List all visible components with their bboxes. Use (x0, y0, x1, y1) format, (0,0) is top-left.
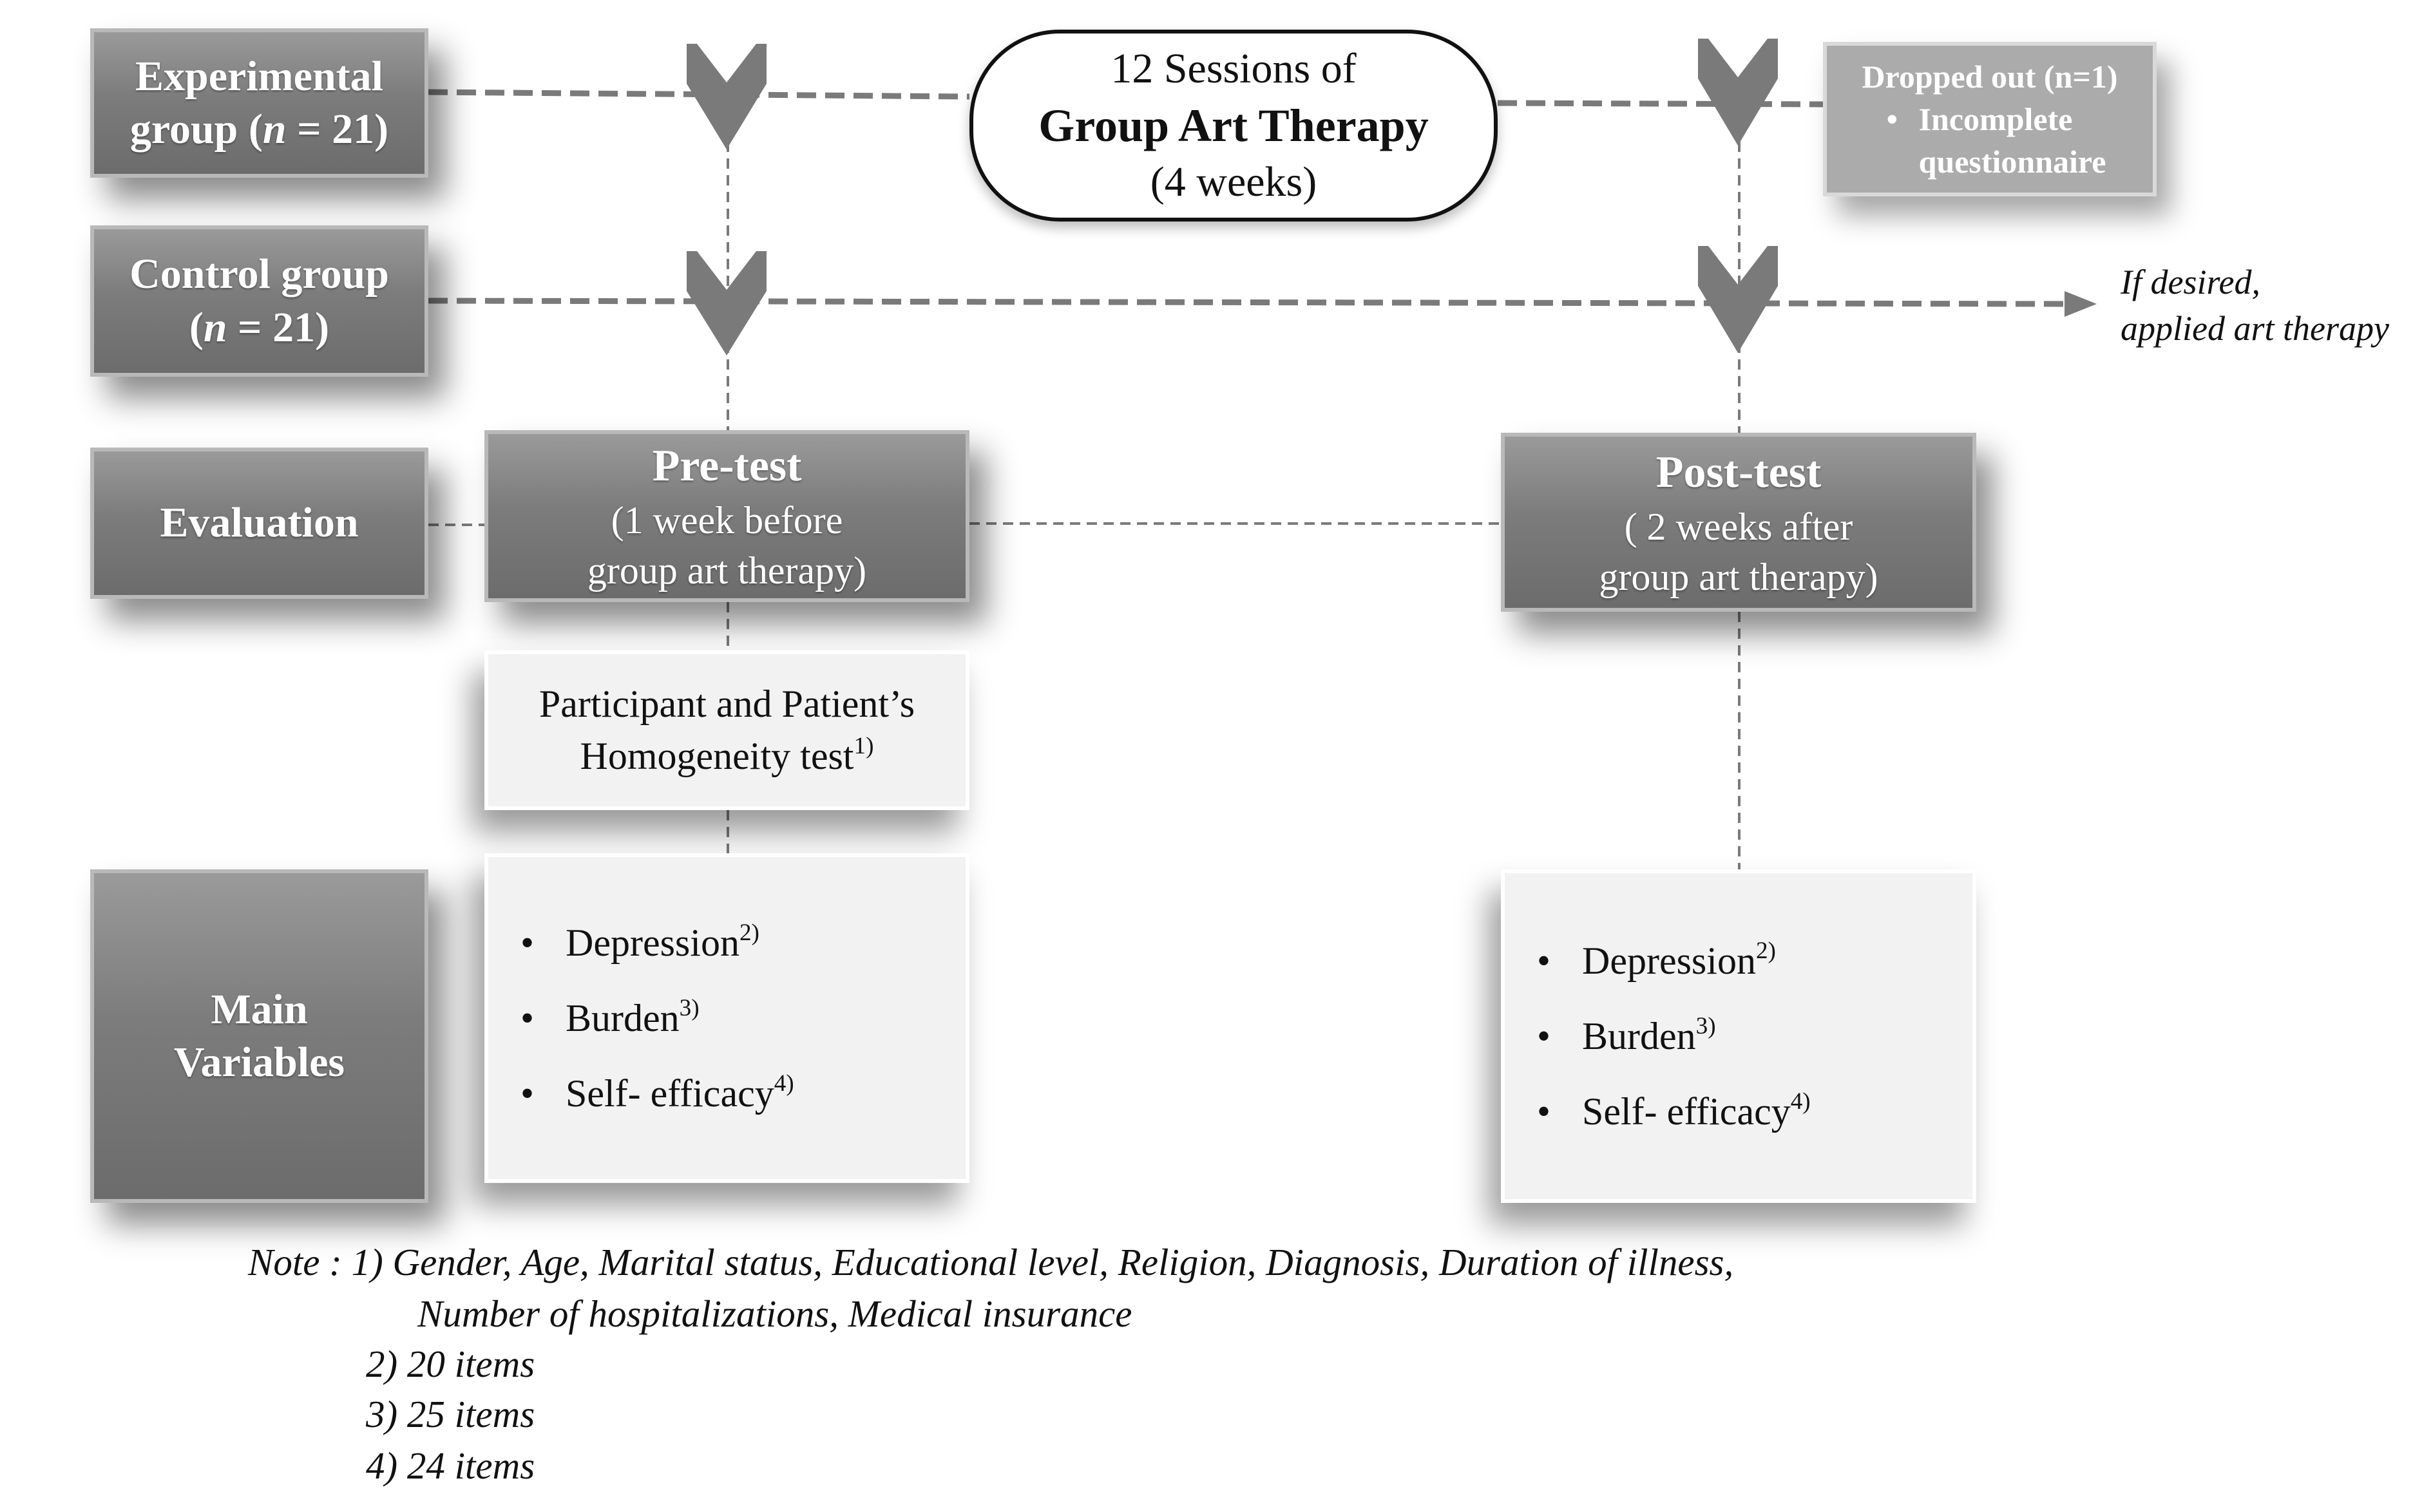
variable-self-efficacy: Self- efficacy (1582, 1090, 1791, 1133)
control-group-count-value: = 21) (227, 303, 330, 351)
pretest-line2: group art therapy) (587, 549, 867, 592)
control-group-count-prefix: ( (189, 303, 204, 351)
homogeneity-footnote: 1) (854, 732, 874, 759)
post-variables-list: Depression2) Burden3) Self- efficacy4) (1505, 923, 1972, 1149)
note-line-4: 3) 25 items (366, 1393, 535, 1435)
if-desired-line1: If desired, (2121, 263, 2260, 301)
dropout-title: Dropped out (n=1) (1862, 59, 2118, 95)
pre-variables-box: Depression2) Burden3) Self- efficacy4) (484, 853, 969, 1183)
footnote-marker: 2) (739, 919, 759, 946)
list-item: Self- efficacy4) (1537, 1074, 1972, 1149)
chevron-down-icon (687, 44, 767, 149)
note-line-1: Note : 1) Gender, Age, Marital status, E… (248, 1241, 1734, 1283)
evaluation-label: Evaluation (160, 499, 359, 547)
experimental-group-count-value: = 21) (286, 106, 389, 153)
therapy-duration: (4 weeks) (1150, 158, 1317, 205)
note-line-2: Number of hospitalizations, Medical insu… (417, 1292, 1132, 1335)
posttest-box: Post-test ( 2 weeks after group art ther… (1501, 433, 1976, 612)
arrowhead-icon (2065, 291, 2097, 317)
dropout-item: Incomplete questionnaire (1874, 98, 2106, 183)
list-item: Self- efficacy4) (520, 1056, 966, 1131)
control-group-n: n (203, 303, 227, 351)
main-variables-label-line1: Main (211, 985, 308, 1033)
variable-burden: Burden (1582, 1014, 1696, 1057)
dropout-list: Incomplete questionnaire (1874, 98, 2106, 183)
homogeneity-line1: Participant and Patient’s (539, 683, 915, 725)
homogeneity-box: Participant and Patient’s Homogeneity te… (484, 650, 969, 810)
pretest-title: Pre-test (652, 441, 802, 491)
control-group-label: Control group (129, 250, 389, 298)
note-line-5: 4) 24 items (366, 1444, 535, 1487)
main-variables-box: Main Variables (90, 869, 428, 1203)
homogeneity-line2: Homogeneity test1) (580, 730, 874, 782)
posttest-title: Post-test (1655, 447, 1822, 497)
footnote-marker: 3) (679, 994, 700, 1021)
experimental-group-label: Experimental (135, 52, 383, 100)
list-item: Burden3) (1537, 999, 1972, 1074)
list-item: Depression2) (1537, 923, 1972, 999)
footnote-marker: 4) (1790, 1088, 1811, 1115)
post-variables-box: Depression2) Burden3) Self- efficacy4) (1501, 869, 1976, 1203)
variable-depression: Depression (566, 921, 739, 964)
experimental-group-n: n (262, 106, 287, 153)
pretest-box: Pre-test (1 week before group art therap… (484, 430, 969, 602)
therapy-sessions-line1: 12 Sessions of (1111, 45, 1357, 93)
variable-burden: Burden (566, 996, 680, 1039)
if-desired-note: If desired, applied art therapy (2121, 259, 2389, 352)
footnote-marker: 2) (1755, 937, 1776, 964)
therapy-title: Group Art Therapy (1038, 100, 1429, 151)
control-group-box: Control group (n = 21) (90, 225, 428, 377)
dropout-item-line2: questionnaire (1918, 144, 2106, 180)
pretest-line1: (1 week before (611, 499, 843, 542)
chevron-down-icon (1698, 246, 1778, 353)
homogeneity-text: Homogeneity test (580, 735, 854, 777)
control-group-count: (n = 21) (189, 301, 329, 355)
variable-depression: Depression (1582, 939, 1756, 982)
footnote-marker: 4) (774, 1070, 794, 1097)
experimental-group-box: Experimental group (n = 21) (90, 28, 428, 178)
variable-self-efficacy: Self- efficacy (566, 1072, 774, 1115)
if-desired-line2: applied art therapy (2121, 309, 2389, 348)
posttest-line1: ( 2 weeks after (1624, 505, 1853, 548)
pre-variables-list: Depression2) Burden3) Self- efficacy4) (488, 905, 966, 1131)
experimental-flow-line-right (1497, 100, 1824, 108)
main-variables-label-line2: Variables (173, 1039, 345, 1086)
note-line-3: 2) 20 items (366, 1343, 535, 1385)
dropout-box: Dropped out (n=1) Incomplete questionnair… (1823, 42, 2157, 196)
list-item: Burden3) (520, 981, 966, 1056)
chevron-down-icon (687, 251, 767, 355)
therapy-sessions-pill: 12 Sessions of Group Art Therapy (4 week… (969, 30, 1498, 222)
chevron-down-icon (1698, 39, 1778, 146)
list-item: Depression2) (520, 905, 966, 981)
footnote-marker: 3) (1695, 1012, 1716, 1039)
evaluation-box: Evaluation (90, 448, 428, 599)
control-flow-line (428, 298, 2068, 307)
dropout-item-line1: Incomplete (1918, 101, 2073, 137)
experimental-group-count: group (n = 21) (130, 103, 388, 156)
experimental-group-count-prefix: group ( (129, 106, 263, 153)
posttest-line2: group art therapy) (1599, 555, 1878, 598)
